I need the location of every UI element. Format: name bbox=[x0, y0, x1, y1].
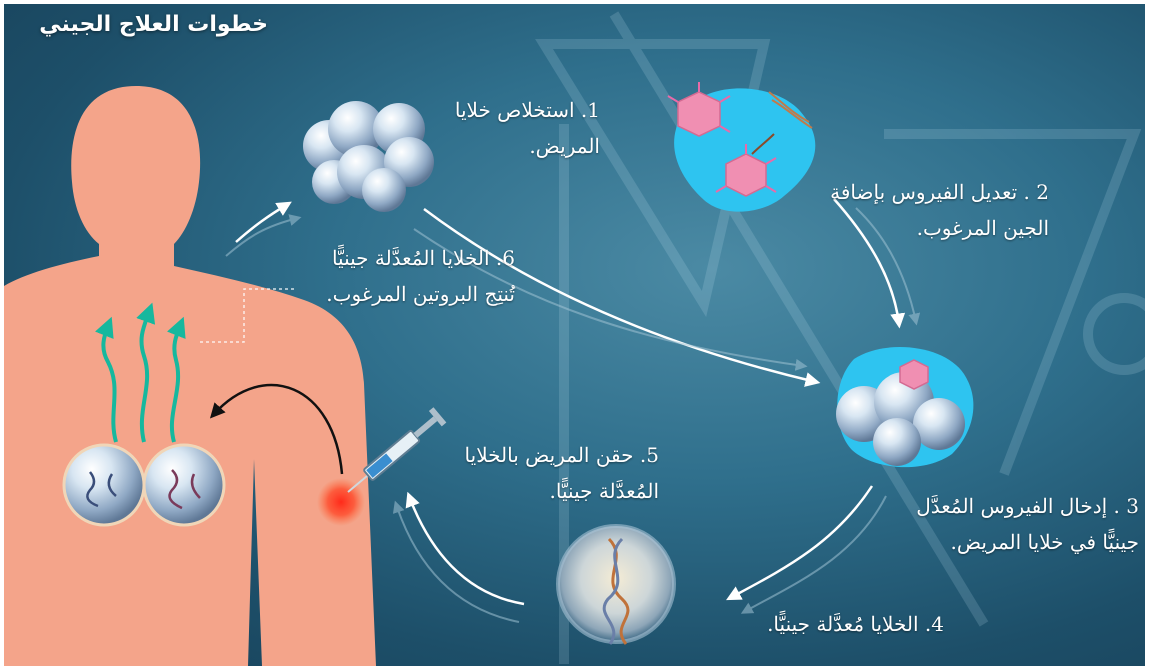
diagram-title: خطوات العلاج الجيني bbox=[20, 12, 268, 37]
step-3-line1: 3 . إدخال الفيروس المُعدَّل bbox=[916, 488, 1139, 524]
step-2-line2: الجين المرغوب. bbox=[830, 210, 1049, 246]
infected-cells bbox=[836, 347, 973, 467]
step-4-line1: 4. الخلايا مُعدَّلة جينيًّا. bbox=[767, 606, 944, 642]
step-1-label: 1. استخلاص خلايا المريض. bbox=[455, 92, 600, 164]
step-1-line1: 1. استخلاص خلايا bbox=[455, 92, 600, 128]
step-3-label: 3 . إدخال الفيروس المُعدَّل جينيًّا في خ… bbox=[916, 488, 1139, 560]
step-5-label: 5. حقن المريض بالخلايا المُعدَّلة جينيًّ… bbox=[465, 437, 659, 509]
cell-cluster bbox=[303, 101, 434, 212]
gene-therapy-diagram: خطوات العلاج الجيني 1. استخلاص خلايا الم… bbox=[4, 4, 1145, 666]
step-5-line1: 5. حقن المريض بالخلايا bbox=[465, 437, 659, 473]
step-6-label: 6. الخلايا المُعدَّلة جينيًّا تُنتِج الب… bbox=[326, 240, 515, 312]
step-2-label: 2 . تعديل الفيروس بإضافة الجين المرغوب. bbox=[830, 174, 1049, 246]
step-6-line1: 6. الخلايا المُعدَّلة جينيًّا bbox=[326, 240, 515, 276]
step-6-line2: تُنتِج البروتين المرغوب. bbox=[326, 276, 515, 312]
virus-pool bbox=[668, 82, 815, 212]
step-5-line2: المُعدَّلة جينيًّا. bbox=[465, 473, 659, 509]
step-1-line2: المريض. bbox=[455, 128, 600, 164]
step-2-line1: 2 . تعديل الفيروس بإضافة bbox=[830, 174, 1049, 210]
modified-cell bbox=[558, 526, 674, 644]
step-4-label: 4. الخلايا مُعدَّلة جينيًّا. bbox=[767, 606, 944, 642]
injection-spot bbox=[317, 478, 365, 526]
step-3-line2: جينيًّا في خلايا المريض. bbox=[916, 524, 1139, 560]
